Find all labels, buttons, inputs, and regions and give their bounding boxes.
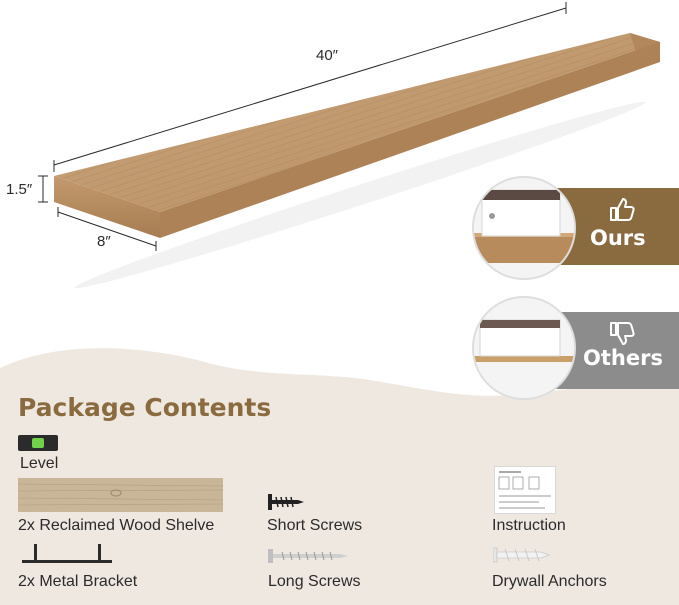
ours-circle xyxy=(472,176,576,280)
ours-thick-shelf-image xyxy=(474,178,574,278)
drywall-anchors-label: Drywall Anchors xyxy=(492,573,607,590)
thumbs-up-icon xyxy=(609,198,635,227)
wood-shelf-illustration xyxy=(38,2,660,289)
bracket-label: 2x Metal Bracket xyxy=(18,573,138,590)
instruction-sheet-icon xyxy=(494,466,556,514)
others-circle xyxy=(472,296,576,400)
short-screw-icon xyxy=(268,494,304,510)
level-label: Level xyxy=(20,455,59,472)
level-icon xyxy=(18,435,58,451)
thumbs-down-icon xyxy=(609,321,635,350)
shelf-label: 2x Reclaimed Wood Shelve xyxy=(18,517,215,534)
others-thin-shelf-image xyxy=(474,298,574,398)
drywall-anchor-icon xyxy=(493,547,550,563)
wood-plank-icon xyxy=(18,478,223,512)
long-screw-icon xyxy=(268,549,348,563)
long-screws-label: Long Screws xyxy=(268,573,361,590)
instruction-label: Instruction xyxy=(492,517,566,534)
short-screws-label: Short Screws xyxy=(267,517,363,534)
others-label: Others xyxy=(583,346,663,370)
metal-bracket-icon xyxy=(22,544,112,563)
depth-dimension-label: 8″ xyxy=(97,233,111,250)
length-dimension-label: 40″ xyxy=(316,47,338,64)
height-dimension-label: 1.5″ xyxy=(6,181,33,198)
package-contents-title: Package Contents xyxy=(18,393,272,422)
ours-label: Ours xyxy=(590,226,646,250)
